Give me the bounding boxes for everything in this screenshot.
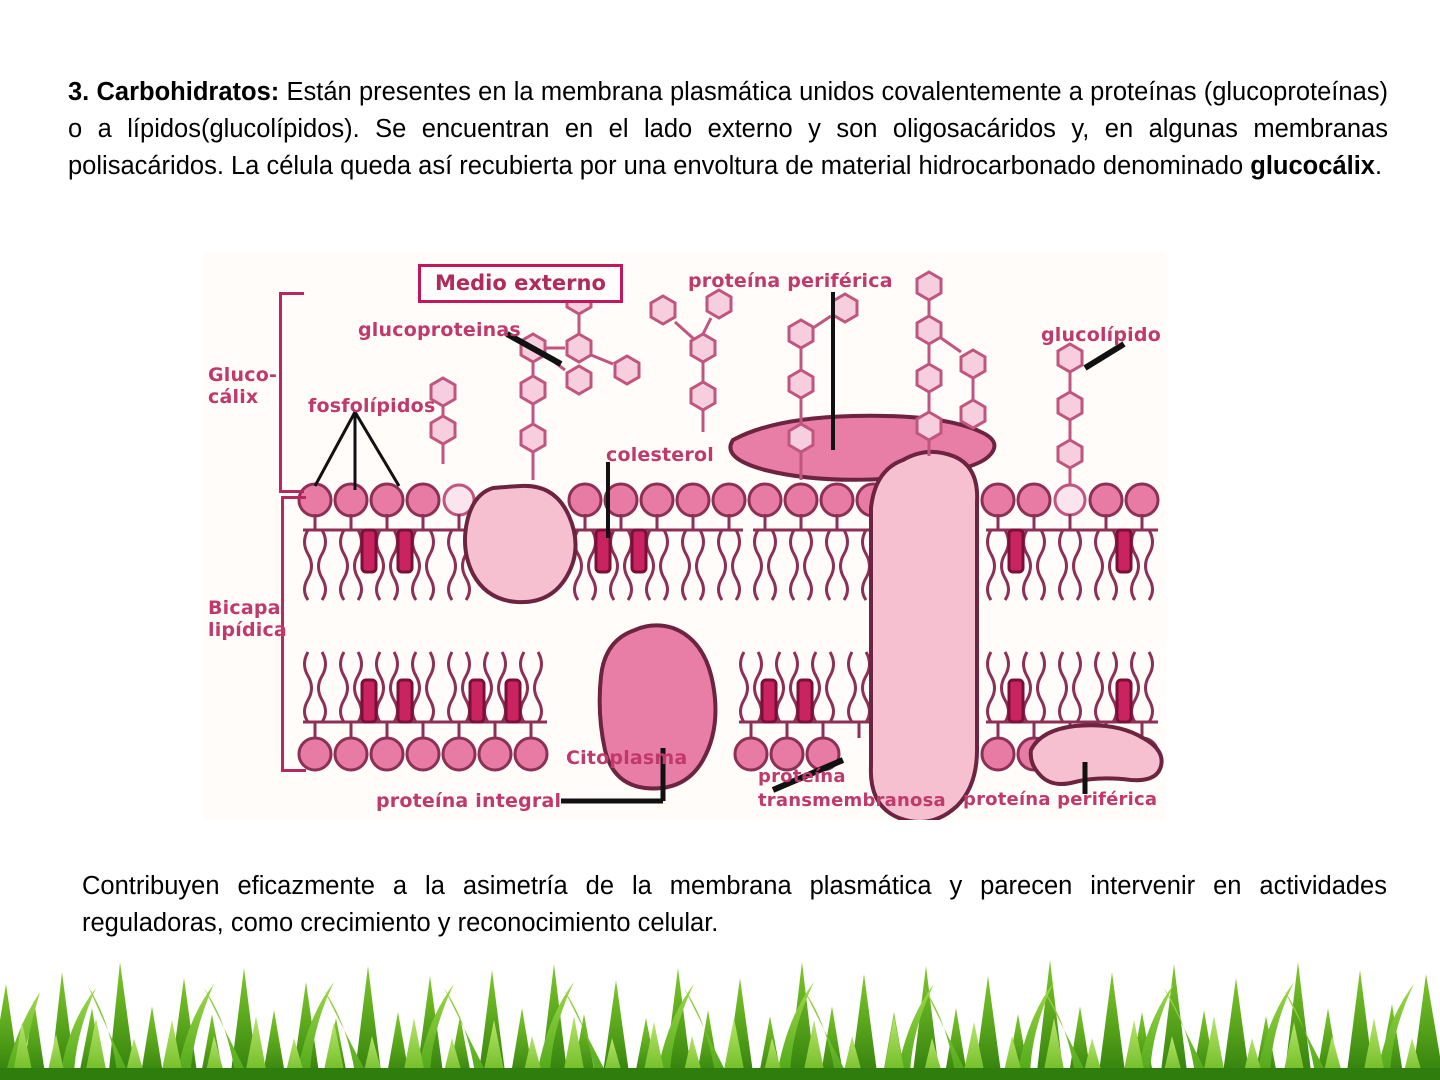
integral-protein (597, 623, 718, 791)
label-proteina-periferica-bottom: proteína periférica (963, 789, 1158, 810)
glucocalix-bracket (279, 292, 304, 493)
bottom-paragraph: Contribuyen eficazmente a la asimetría d… (82, 872, 1387, 937)
label-glucoproteinas: glucoproteinas (358, 319, 521, 341)
label-proteina-transmembranosa-line2: transmembranosa (758, 790, 946, 811)
label-citoplasma: Citoplasma (566, 747, 688, 769)
label-colesterol: colesterol (606, 444, 714, 466)
membrane-illustration (297, 270, 1164, 820)
label-fosfolipidos: fosfolípidos (308, 395, 436, 417)
grass-decoration (0, 960, 1440, 1080)
top-paragraph-tail: . (1374, 152, 1383, 180)
medio-externo-box: Medio externo (418, 264, 623, 303)
glucoprotein-blob (463, 483, 578, 605)
label-proteina-integral: proteína integral (376, 790, 562, 812)
label-glucolipido: glucolípido (1041, 324, 1161, 346)
inner-leaflet (297, 651, 1160, 772)
label-glucocalix-line2: cálix (208, 386, 259, 408)
transmembrane-protein (868, 449, 980, 820)
label-proteina-transmembranosa: proteína transmembranosa (758, 765, 946, 813)
top-paragraph-body: Están presentes en la membrana plasmátic… (68, 78, 1388, 180)
membrane-diagram: Medio externo Gluco- cálix Bicapa lipídi… (203, 252, 1165, 820)
label-bicapa-line1: Bicapa (208, 597, 281, 619)
label-bicapa-line2: lipídica (208, 619, 287, 641)
top-paragraph-emphasis: glucocálix (1250, 152, 1375, 180)
label-proteina-periferica-top: proteína periférica (688, 270, 893, 292)
label-glucocalix: Gluco- cálix (208, 364, 277, 408)
top-paragraph-lead: 3. Carbohidratos: (68, 78, 280, 106)
glucocalyx-sugars (429, 270, 1084, 486)
label-bicapa: Bicapa lipídica (208, 597, 287, 641)
label-proteina-transmembranosa-line1: proteína (758, 766, 846, 787)
outer-leaflet (297, 482, 1160, 601)
top-paragraph: 3. Carbohidratos: Están presentes en la … (68, 74, 1388, 185)
label-glucocalix-line1: Gluco- (208, 364, 278, 386)
leader-lines (313, 292, 1126, 804)
peripheral-protein-bottom (1028, 723, 1164, 786)
bicapa-bracket (281, 496, 306, 772)
lipid-bilayer (297, 270, 1164, 820)
